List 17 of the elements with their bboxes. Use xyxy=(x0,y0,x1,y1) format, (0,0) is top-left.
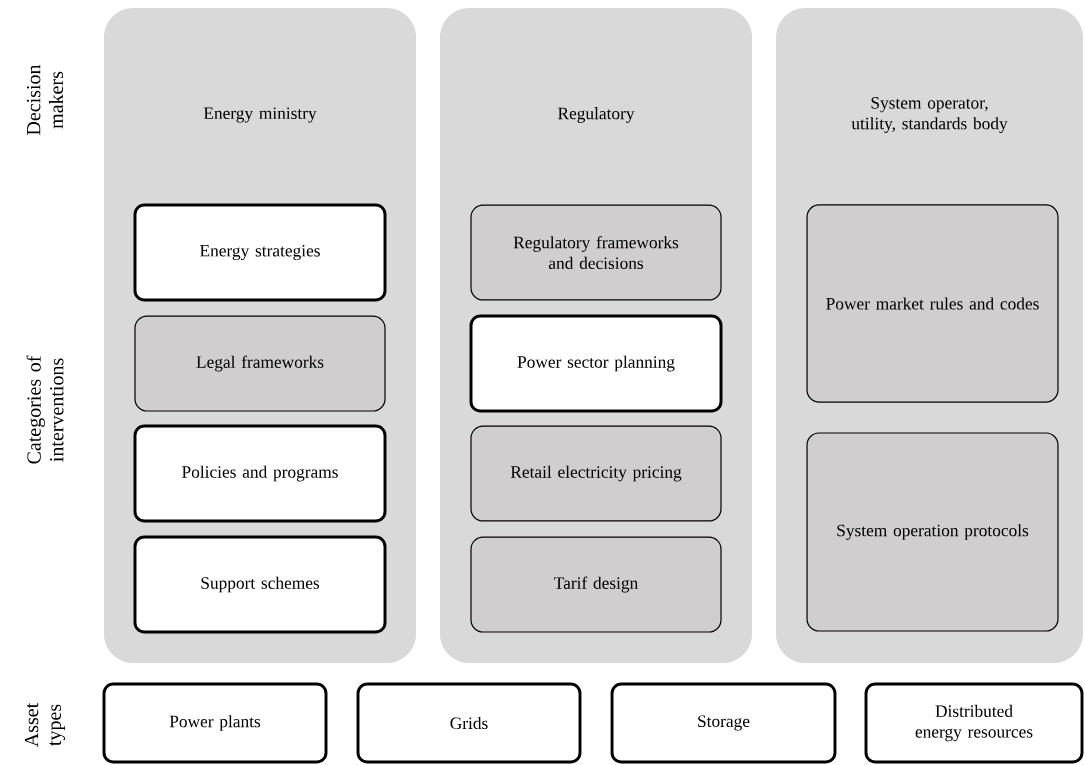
asset-box: Power plants xyxy=(102,682,328,764)
category-box: Policies and programs xyxy=(133,424,387,523)
category-box: Support schemes xyxy=(133,535,387,634)
row-label: Asset types xyxy=(24,702,66,748)
category-box: Power sector planning xyxy=(469,314,723,413)
category-box: Legal frameworks xyxy=(134,315,386,412)
asset-box: Grids xyxy=(356,682,582,764)
row-label: Categories of interventions xyxy=(26,355,64,464)
asset-box: Distributed energy resources xyxy=(864,682,1084,764)
category-box: Regulatory frameworks and decisions xyxy=(470,204,722,301)
category-box: System operation protocols xyxy=(806,432,1059,632)
category-box: Energy strategies xyxy=(133,203,387,302)
category-box: Power market rules and codes xyxy=(806,204,1059,403)
category-box: Tarif design xyxy=(470,536,722,633)
category-box: Retail electricity pricing xyxy=(470,425,722,522)
asset-box: Storage xyxy=(610,682,837,764)
row-label: Decision makers xyxy=(26,64,64,135)
